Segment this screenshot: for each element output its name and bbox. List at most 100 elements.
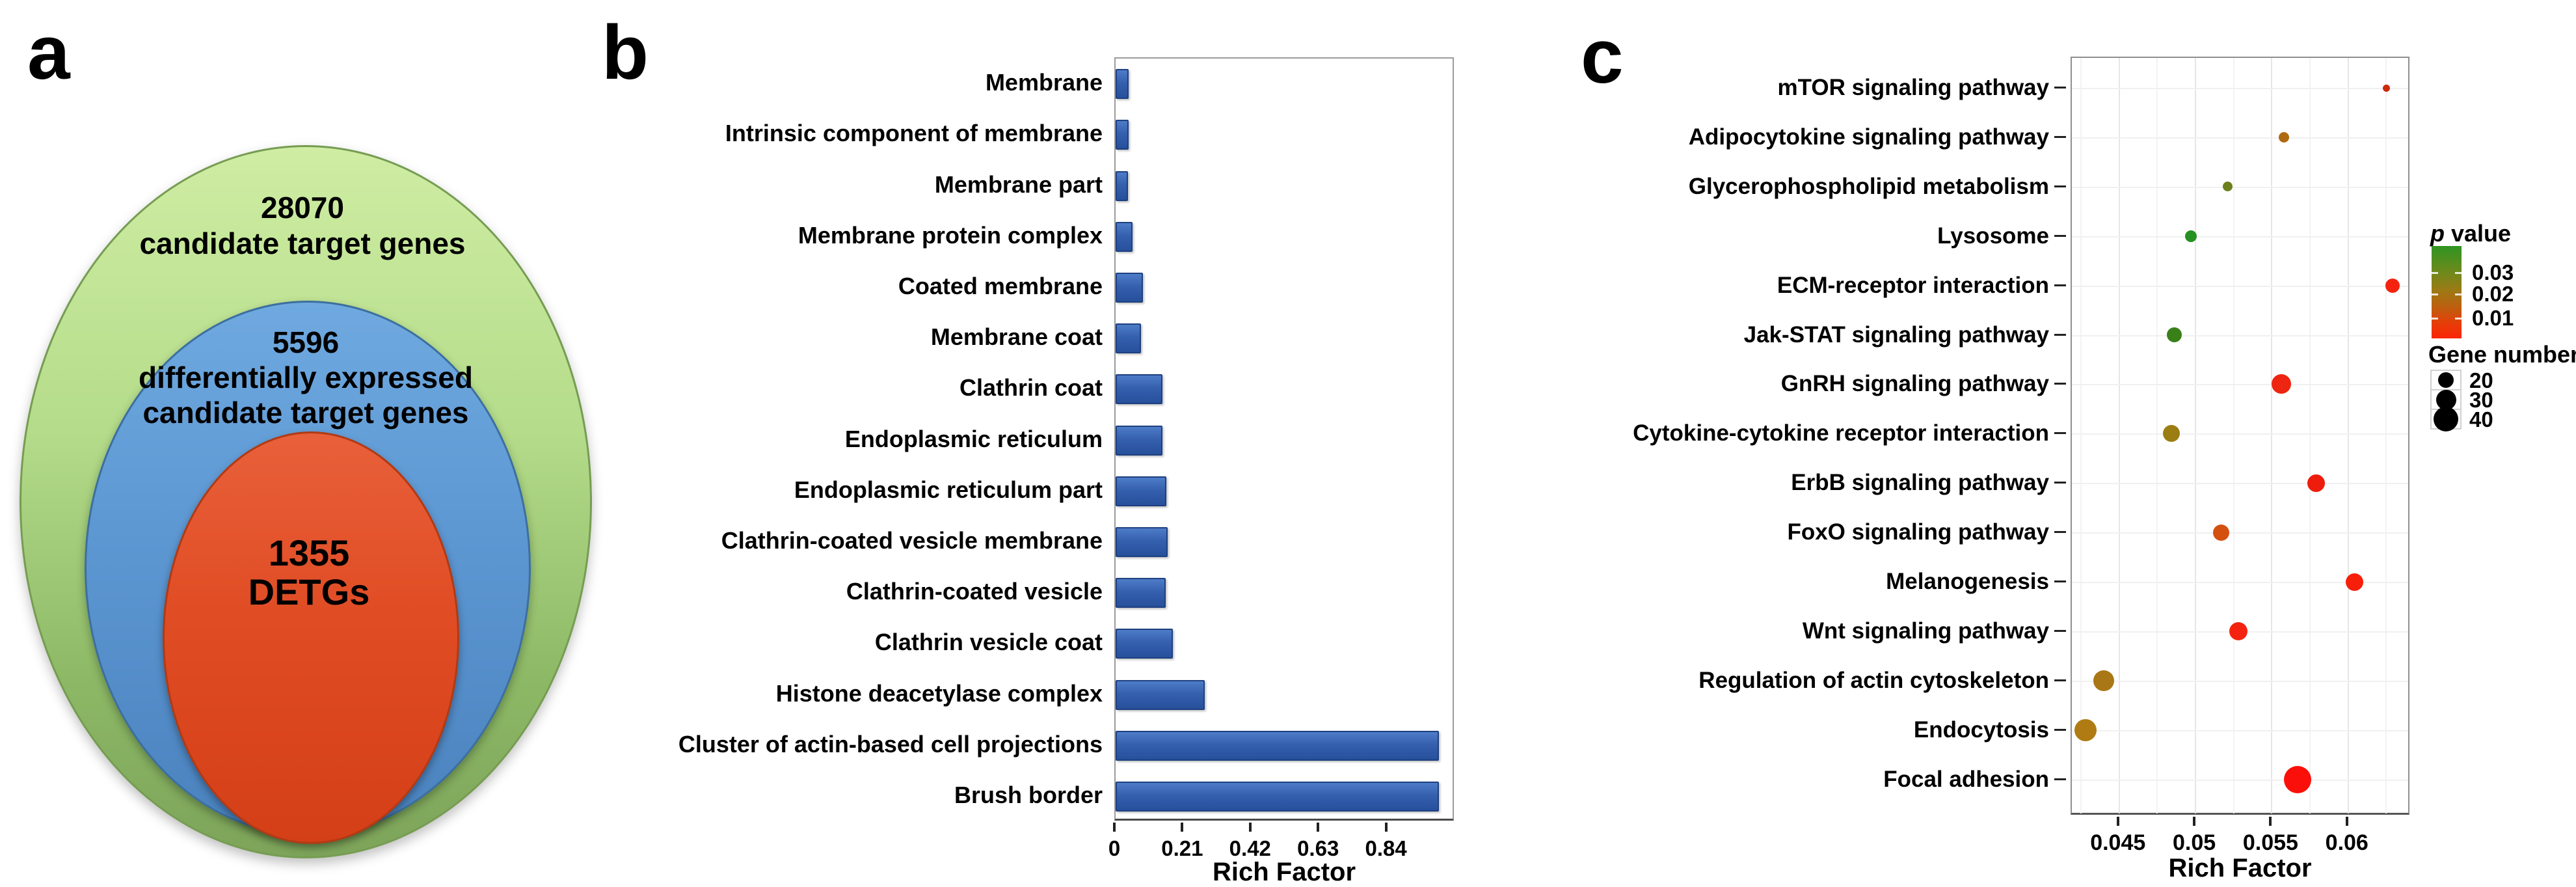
venn-outer-label: candidate target genes — [139, 226, 466, 260]
pvalue-gradient-bar — [2432, 246, 2462, 338]
x-axis-title: Rich Factor — [2168, 854, 2312, 882]
scatter-dot — [2385, 278, 2400, 293]
y-axis-tick — [2054, 284, 2066, 286]
x-axis-tick-label: 0.06 — [2325, 830, 2368, 855]
pvalue-legend-tick-label: 0.02 — [2472, 281, 2514, 306]
bar-category-label: Brush border — [954, 781, 1103, 808]
bar — [1116, 629, 1174, 659]
bar — [1116, 425, 1163, 456]
gene-number-legend-dot — [2438, 372, 2454, 388]
scatter-plot-area — [2071, 57, 2409, 815]
scatter-category-label: Cytokine-cytokine receptor interaction — [1633, 420, 2049, 446]
scatter-dot — [2271, 374, 2291, 394]
bar — [1116, 323, 1142, 354]
x-axis-tick — [2269, 817, 2272, 826]
bar — [1116, 69, 1129, 100]
gridline-horizontal — [2072, 137, 2408, 139]
bar — [1116, 578, 1166, 608]
pvalue-legend-tick-dash-left — [2432, 272, 2438, 275]
bar — [1116, 374, 1163, 405]
gridline-horizontal — [2072, 334, 2408, 336]
panel-a-label: a — [27, 10, 70, 96]
scatter-dot — [2213, 524, 2230, 541]
bar-category-label: Intrinsic component of membrane — [725, 120, 1103, 147]
bar — [1116, 120, 1129, 150]
y-axis-tick — [2054, 679, 2066, 681]
venn-inner-text: 1355 DETGs — [163, 534, 455, 612]
pvalue-legend-tick-label: 0.01 — [2472, 305, 2514, 330]
bar-category-label: Cluster of actin-based cell projections — [678, 730, 1103, 757]
bar-category-label: Clathrin vesicle coat — [874, 629, 1103, 656]
bar-category-label: Clathrin-coated vesicle membrane — [721, 526, 1103, 554]
gridline-vertical-major — [2195, 58, 2197, 813]
bar-chart-plot-area — [1114, 57, 1454, 821]
x-axis-tick — [2345, 817, 2348, 826]
x-axis-tick — [1248, 823, 1252, 832]
venn-outer-value: 28070 — [261, 191, 344, 225]
gridline-vertical-minor — [2156, 58, 2158, 813]
x-axis-tick — [1317, 823, 1320, 832]
pvalue-legend-tick-dash-right — [2455, 272, 2462, 275]
y-axis-tick — [2054, 482, 2066, 484]
y-axis-tick — [2054, 87, 2066, 89]
panel-c-label: c — [1581, 14, 1624, 100]
bar-category-label: Membrane — [985, 69, 1103, 96]
y-axis-tick — [2054, 580, 2066, 582]
scatter-category-label: Focal adhesion — [1883, 766, 2049, 792]
pvalue-legend-tick-dash-right — [2455, 293, 2462, 295]
gridline-horizontal — [2072, 433, 2408, 435]
scatter-dot — [2093, 670, 2115, 691]
gene-number-legend-dot — [2435, 389, 2456, 410]
pvalue-legend-tick-dash-right — [2455, 317, 2462, 320]
scatter-category-label: Adipocytokine signaling pathway — [1688, 124, 2049, 150]
y-axis-tick — [2054, 432, 2066, 435]
gridline-vertical-minor — [2309, 58, 2311, 813]
scatter-dot — [2185, 230, 2197, 242]
scatter-dot — [2307, 474, 2325, 492]
gridline-horizontal — [2072, 236, 2408, 238]
bar — [1116, 272, 1143, 303]
bar-category-label: Clathrin-coated vesicle — [846, 578, 1103, 605]
gene-number-legend-title: Gene number — [2428, 341, 2576, 368]
gridline-vertical-major — [2118, 58, 2120, 813]
scatter-dot — [2162, 425, 2180, 443]
gridline-horizontal — [2072, 680, 2408, 682]
gridline-horizontal — [2072, 730, 2408, 731]
scatter-dot — [2345, 573, 2363, 591]
gridline-horizontal — [2072, 88, 2408, 89]
gridline-horizontal — [2072, 384, 2408, 386]
pvalue-legend-tick-label: 0.03 — [2472, 260, 2514, 285]
scatter-category-label: FoxO signaling pathway — [1787, 519, 2049, 545]
y-axis-tick — [2054, 778, 2066, 780]
bar — [1116, 171, 1129, 201]
scatter-category-label: Melanogenesis — [1886, 569, 2049, 594]
x-axis-tick — [1181, 823, 1184, 832]
pvalue-legend-tick-dash-left — [2432, 293, 2438, 295]
gridline-horizontal — [2072, 186, 2408, 188]
scatter-dot — [2284, 765, 2312, 793]
gridline-horizontal — [2072, 285, 2408, 287]
y-axis-tick — [2054, 531, 2066, 534]
gene-number-legend-label: 30 — [2469, 388, 2493, 412]
x-axis-tick-label: 0.21 — [1161, 836, 1203, 860]
gridline-vertical-major — [2347, 58, 2349, 813]
bar-category-label: Clathrin coat — [959, 374, 1103, 402]
gridline-horizontal — [2072, 483, 2408, 485]
gene-number-legend-label: 40 — [2469, 407, 2493, 431]
y-axis-tick — [2054, 234, 2066, 237]
gridline-horizontal — [2072, 779, 2408, 781]
bar — [1116, 679, 1205, 710]
scatter-category-label: Endocytosis — [1913, 716, 2049, 743]
gridline-vertical-minor — [2385, 58, 2387, 813]
x-axis-tick — [1384, 823, 1388, 832]
scatter-category-label: mTOR signaling pathway — [1777, 75, 2049, 100]
venn-inner-label: DETGs — [248, 571, 370, 612]
venn-inner-ellipse-detgs — [163, 431, 459, 844]
scatter-category-label: ECM-receptor interaction — [1777, 272, 2049, 298]
scatter-category-label: ErbB signaling pathway — [1791, 470, 2049, 496]
scatter-category-label: Wnt signaling pathway — [1802, 618, 2049, 644]
gridline-vertical-major — [2271, 58, 2273, 813]
x-axis-tick-label: 0.84 — [1365, 836, 1407, 860]
x-axis-tick — [1113, 823, 1116, 832]
y-axis-tick — [2054, 383, 2066, 385]
